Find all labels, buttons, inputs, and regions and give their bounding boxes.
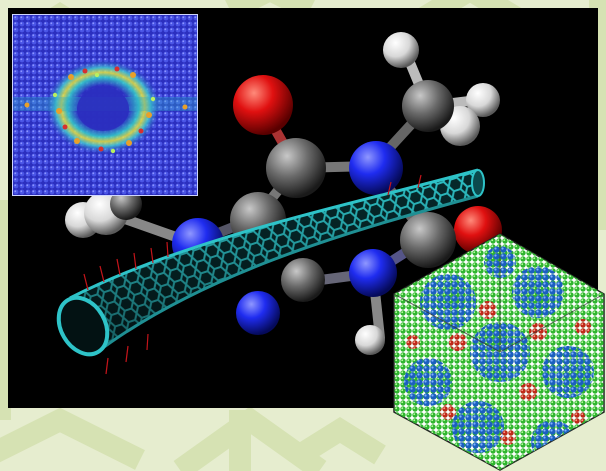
hydrogen-atom [355, 325, 385, 355]
carbon-atom [400, 212, 456, 268]
carbon-nanotube [56, 168, 485, 375]
nanotube-opening [56, 295, 110, 357]
molecule-nanotube-scene [56, 32, 502, 375]
carbon-atom [402, 80, 454, 132]
crystal-framework-inset [388, 232, 606, 471]
surface-lattice-inset [12, 14, 198, 196]
hydrogen-atom [466, 83, 500, 117]
carbon-atom [110, 188, 142, 220]
nitrogen-atom [236, 291, 280, 335]
force-vectors [83, 174, 422, 375]
oxygen-atom [233, 75, 293, 135]
surface-defect-lattice-icon [13, 15, 197, 195]
carbon-atom [281, 258, 325, 302]
nitrogen-atom [349, 141, 403, 195]
crystal-framework-icon [393, 233, 605, 471]
carbon-atom [266, 138, 326, 198]
hydrogen-atom [383, 32, 419, 68]
nitrogen-atom [349, 249, 397, 297]
